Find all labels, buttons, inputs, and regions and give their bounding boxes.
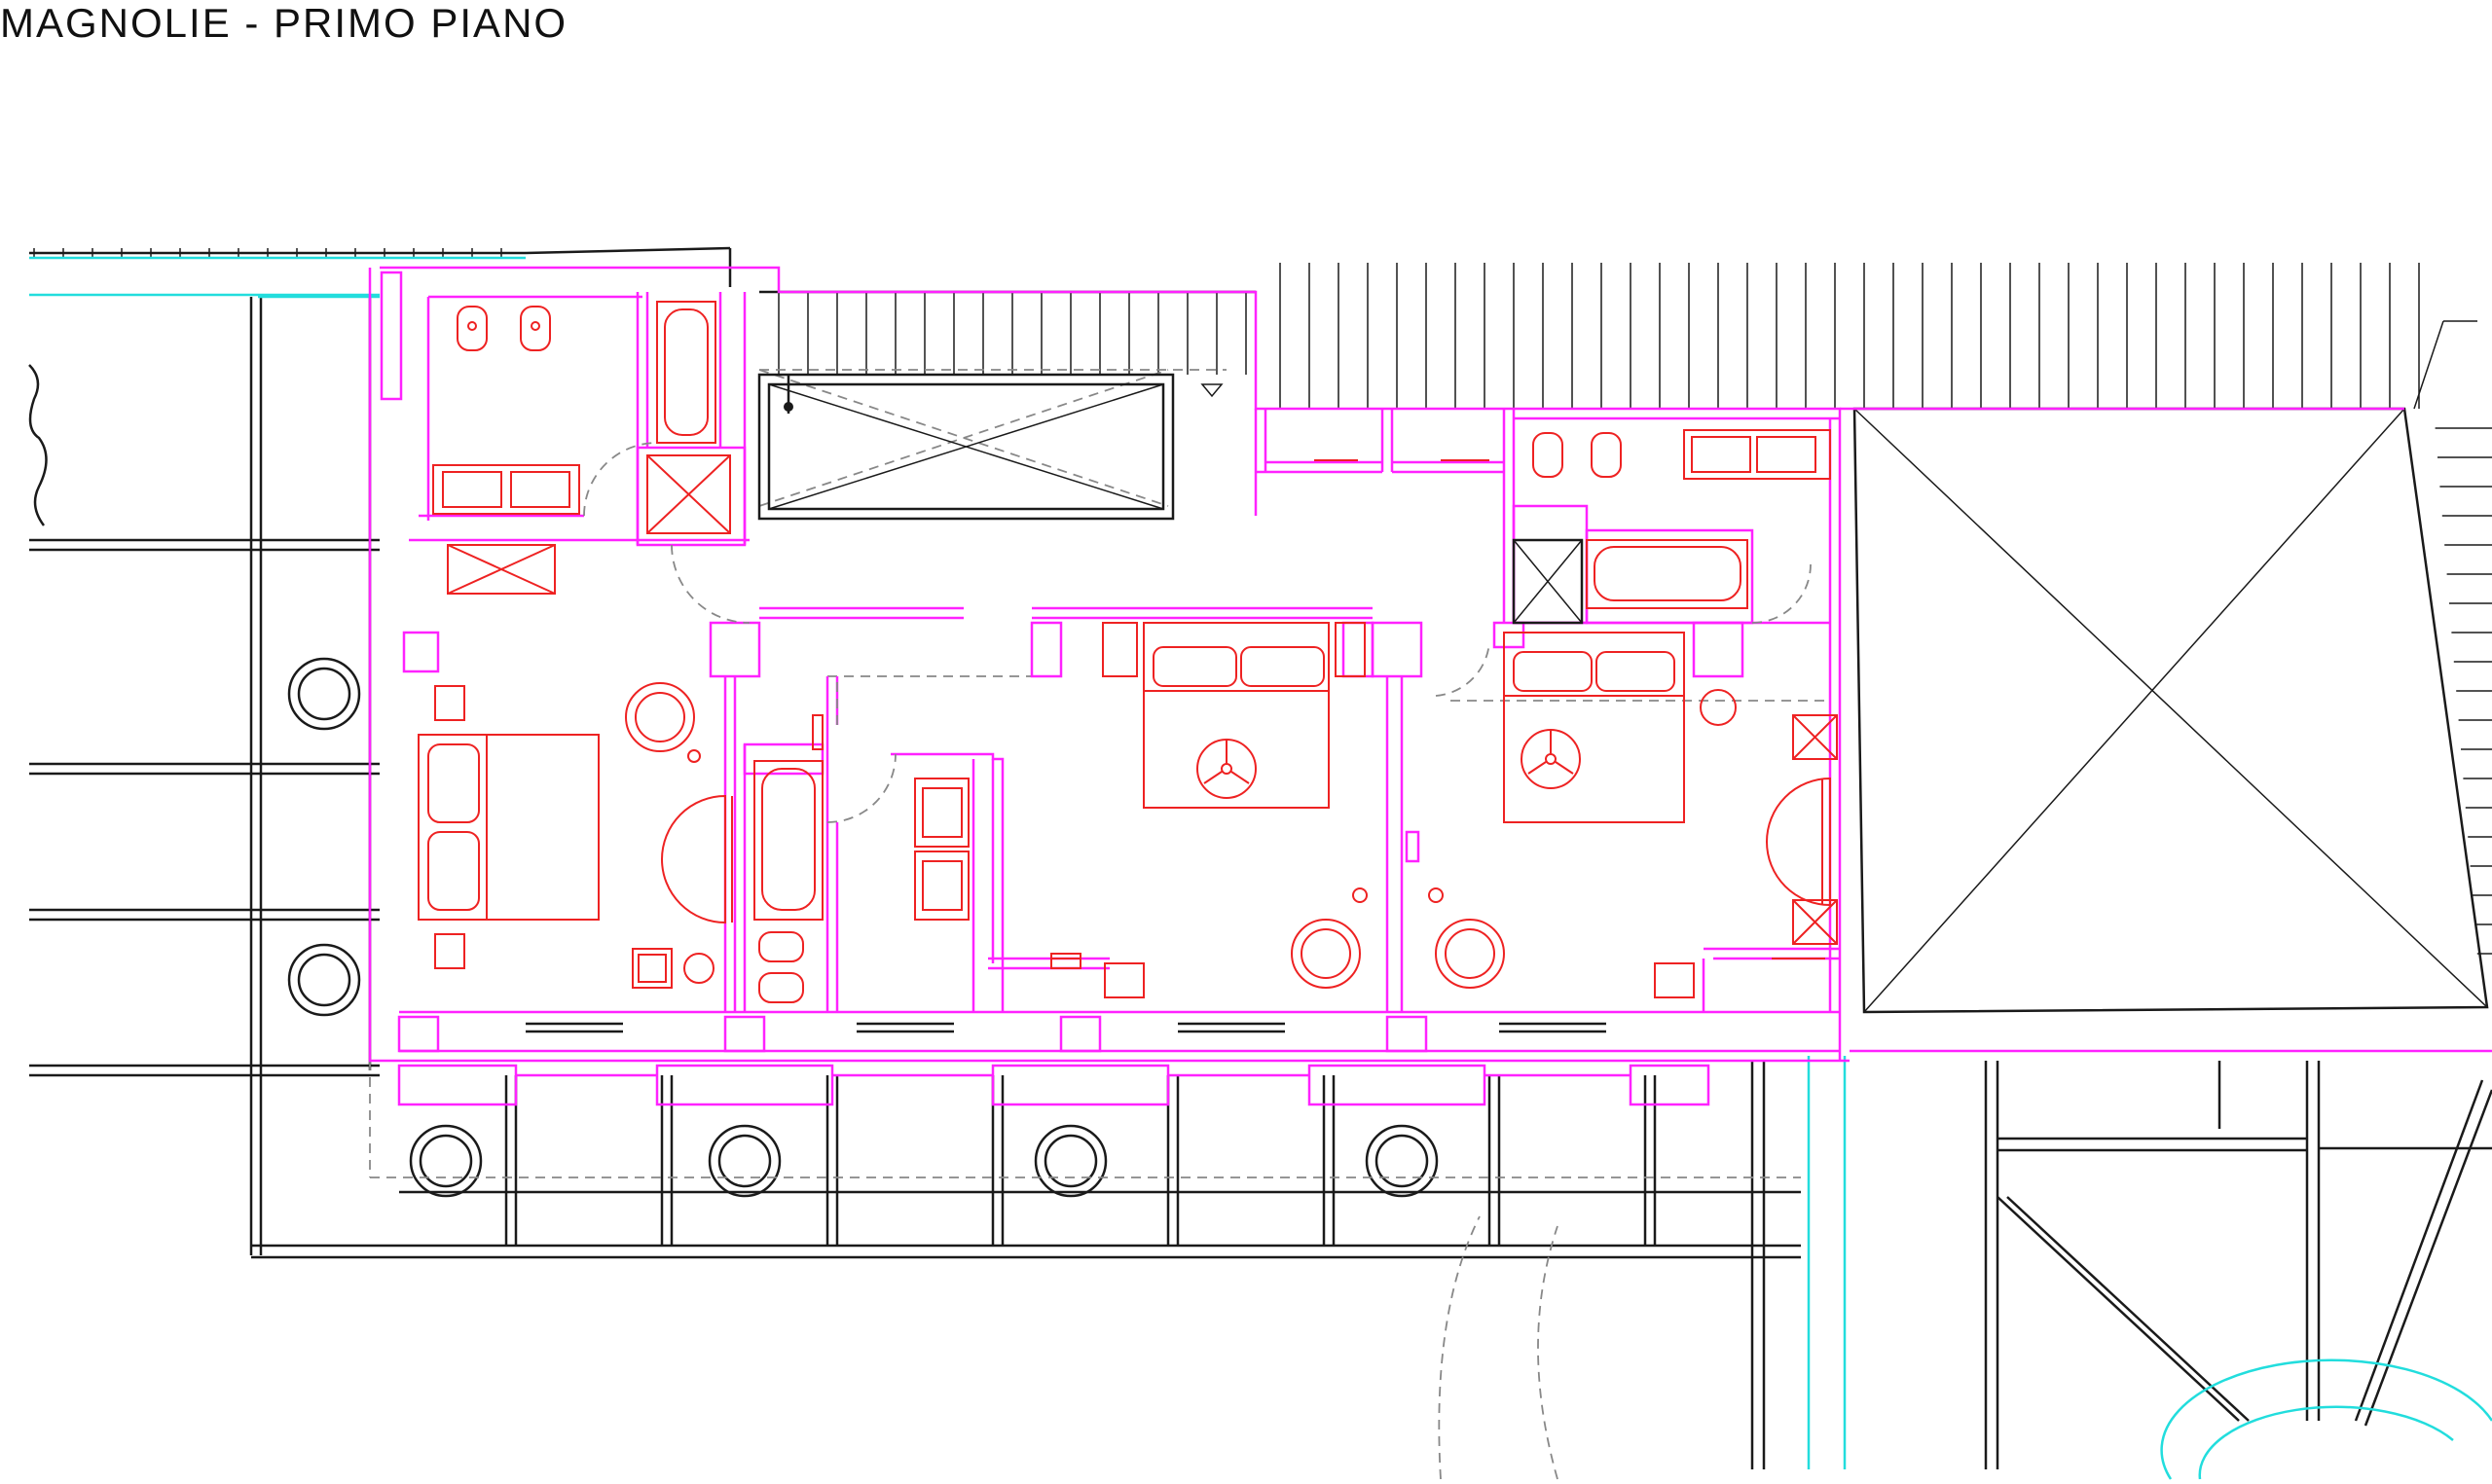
page-title: MAGNOLIE - PRIMO PIANO xyxy=(0,0,568,46)
dashed-lines xyxy=(369,369,1830,1480)
bed-icon xyxy=(418,734,600,921)
sink-icon xyxy=(1683,429,1831,480)
column-icon xyxy=(287,943,361,1017)
cabinet-icon xyxy=(447,544,556,595)
armchair-icon xyxy=(632,948,673,989)
sink-icon xyxy=(432,464,580,515)
round-table-icon xyxy=(1766,777,1831,907)
toilet-icon xyxy=(758,931,804,962)
armchair-icon xyxy=(625,682,701,763)
armchair-icon xyxy=(1792,714,1838,760)
toilet-icon xyxy=(520,306,551,351)
round-table-icon xyxy=(661,794,733,924)
structural-grid xyxy=(29,246,2492,1469)
bed-icon xyxy=(1143,622,1330,809)
column-icon xyxy=(1365,1124,1439,1198)
bidet-icon xyxy=(457,306,488,351)
bathtub-icon xyxy=(656,301,716,444)
right-railing xyxy=(2413,320,2492,955)
bidet-icon xyxy=(1532,432,1563,478)
service-lines xyxy=(29,256,2492,1480)
bathtub-icon xyxy=(1586,539,1748,609)
armchair-icon xyxy=(1291,887,1368,989)
furniture xyxy=(418,301,1838,1003)
column-icon xyxy=(708,1124,782,1198)
armchair-icon xyxy=(1428,887,1505,989)
sink-icon xyxy=(914,778,970,848)
staircase-icon xyxy=(757,290,1256,521)
bathtub-icon xyxy=(753,760,824,921)
shower-icon xyxy=(1512,538,1584,625)
windows xyxy=(526,1022,1606,1033)
door-swings xyxy=(583,442,1812,823)
sink-icon xyxy=(914,851,970,921)
column-icon xyxy=(287,657,361,731)
landscape-outline xyxy=(28,364,48,526)
toilet-icon xyxy=(1591,432,1622,478)
shower-icon xyxy=(646,454,731,534)
armchair-icon xyxy=(1792,899,1838,945)
columns xyxy=(287,657,1439,1198)
bidet-icon xyxy=(758,972,804,1003)
bed-icon xyxy=(1503,632,1685,823)
column-icon xyxy=(1034,1124,1108,1198)
column-icon xyxy=(409,1124,483,1198)
radiators xyxy=(1051,459,1825,959)
void-icon xyxy=(1852,407,2489,1014)
